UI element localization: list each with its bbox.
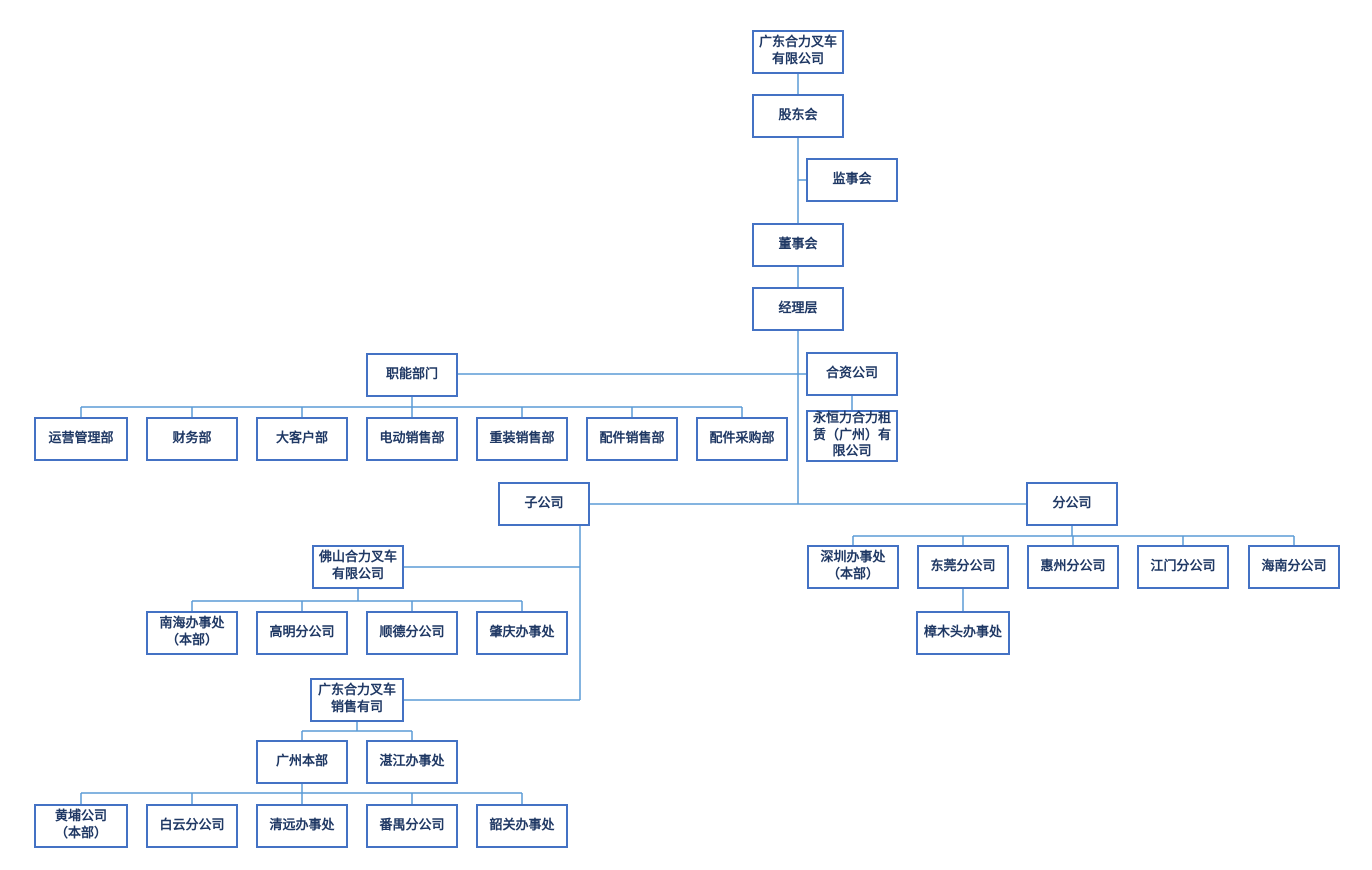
node-hainan-branch: 海南分公司: [1248, 545, 1340, 589]
node-management: 经理层: [752, 287, 844, 331]
node-dept-finance: 财务部: [146, 417, 238, 461]
node-functional-departments: 职能部门: [366, 353, 458, 397]
node-gd-sales-company: 广东合力叉车 销售有司: [310, 678, 404, 722]
node-branches: 分公司: [1026, 482, 1118, 526]
node-huangpu-company: 黄埔公司 （本部）: [34, 804, 128, 848]
node-foshan-company: 佛山合力叉车 有限公司: [312, 545, 404, 589]
node-dongguan-branch: 东莞分公司: [917, 545, 1009, 589]
node-jv-rental-company: 永恒力合力租 赁（广州）有 限公司: [806, 410, 898, 462]
node-joint-venture: 合资公司: [806, 352, 898, 396]
node-baiyun-branch: 白云分公司: [146, 804, 238, 848]
node-gaoming-branch: 高明分公司: [256, 611, 348, 655]
node-dept-heavy-sales: 重装销售部: [476, 417, 568, 461]
node-qingyuan-office: 清远办事处: [256, 804, 348, 848]
node-dept-parts-purchasing: 配件采购部: [696, 417, 788, 461]
node-board-of-directors: 董事会: [752, 223, 844, 267]
node-shareholders-meeting: 股东会: [752, 94, 844, 138]
node-nanhai-office: 南海办事处 （本部）: [146, 611, 238, 655]
node-dept-parts-sales: 配件销售部: [586, 417, 678, 461]
node-shaoguan-office: 韶关办事处: [476, 804, 568, 848]
node-shunde-branch: 顺德分公司: [366, 611, 458, 655]
node-shenzhen-office: 深圳办事处 （本部）: [807, 545, 899, 589]
node-dept-operations: 运营管理部: [34, 417, 128, 461]
node-dept-electric-sales: 电动销售部: [366, 417, 458, 461]
node-zhanjiang-office: 湛江办事处: [366, 740, 458, 784]
node-zhangmutou-office: 樟木头办事处: [916, 611, 1010, 655]
node-guangzhou-hq: 广州本部: [256, 740, 348, 784]
node-huizhou-branch: 惠州分公司: [1027, 545, 1119, 589]
node-zhaoqing-office: 肇庆办事处: [476, 611, 568, 655]
node-root-company: 广东合力叉车 有限公司: [752, 30, 844, 74]
node-subsidiaries: 子公司: [498, 482, 590, 526]
node-dept-key-accounts: 大客户部: [256, 417, 348, 461]
node-supervisory-board: 监事会: [806, 158, 898, 202]
node-panyu-branch: 番禺分公司: [366, 804, 458, 848]
node-jiangmen-branch: 江门分公司: [1137, 545, 1229, 589]
